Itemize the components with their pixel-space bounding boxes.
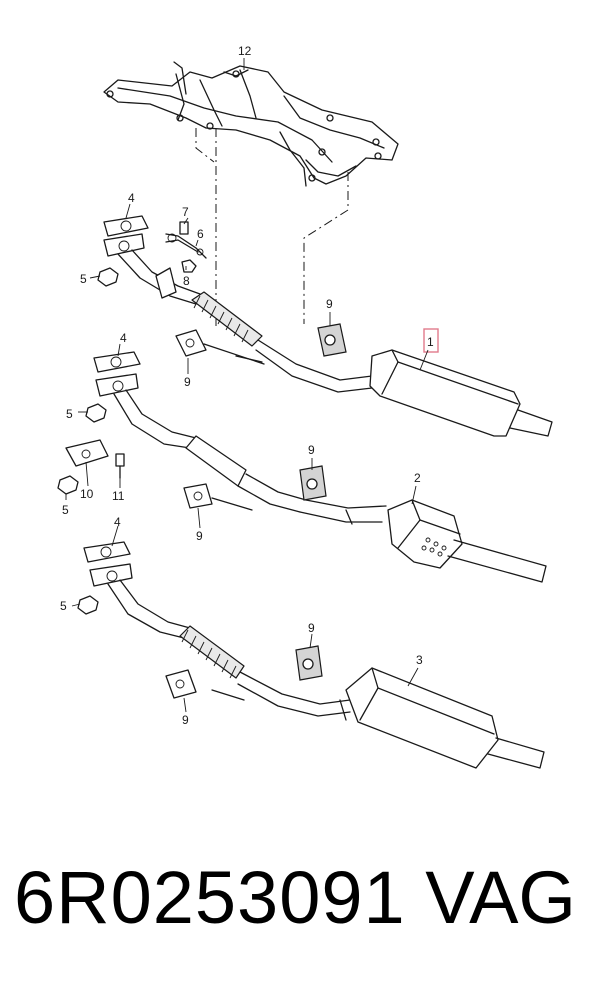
brand-label: VAG: [425, 856, 576, 939]
callout-5: 5: [80, 272, 87, 286]
callout-7: 7: [182, 205, 189, 219]
callout-6: 6: [197, 227, 204, 241]
exhaust-exploded-diagram: 12 4 7 6 8 5 9 1 9 4 5 9 2 10 11 5 9 4 5…: [57, 44, 553, 769]
exhaust-assembly-2: [57, 351, 547, 583]
footer: 6R0253091 VAG: [0, 855, 600, 965]
callout-3: 3: [416, 653, 423, 667]
callout-labels: 12 4 7 6 8 5 9 1 9 4 5 9 2 10 11 5 9 4 5…: [60, 44, 434, 727]
callout-4: 4: [128, 191, 135, 205]
callout-9: 9: [196, 529, 203, 543]
callout-8: 8: [183, 274, 190, 288]
callout-9: 9: [308, 621, 315, 635]
leader-lines: [65, 58, 429, 713]
callout-9: 9: [184, 375, 191, 389]
exhaust-assembly-1: [97, 215, 553, 437]
callout-1: 1: [427, 335, 434, 349]
callout-4: 4: [120, 331, 127, 345]
callout-5: 5: [62, 503, 69, 517]
callout-9: 9: [308, 443, 315, 457]
callout-11: 11: [112, 489, 125, 503]
callout-12: 12: [238, 44, 252, 58]
callout-5: 5: [66, 407, 73, 421]
part-number: 6R0253091: [14, 856, 406, 939]
highlight-box: [423, 328, 439, 353]
callout-10: 10: [80, 487, 94, 501]
callout-9: 9: [182, 713, 189, 727]
exhaust-assembly-3: [77, 541, 545, 769]
callout-4: 4: [114, 515, 121, 529]
subframe: [103, 61, 399, 187]
callout-9: 9: [326, 297, 333, 311]
callout-5: 5: [60, 599, 67, 613]
callout-2: 2: [414, 471, 421, 485]
